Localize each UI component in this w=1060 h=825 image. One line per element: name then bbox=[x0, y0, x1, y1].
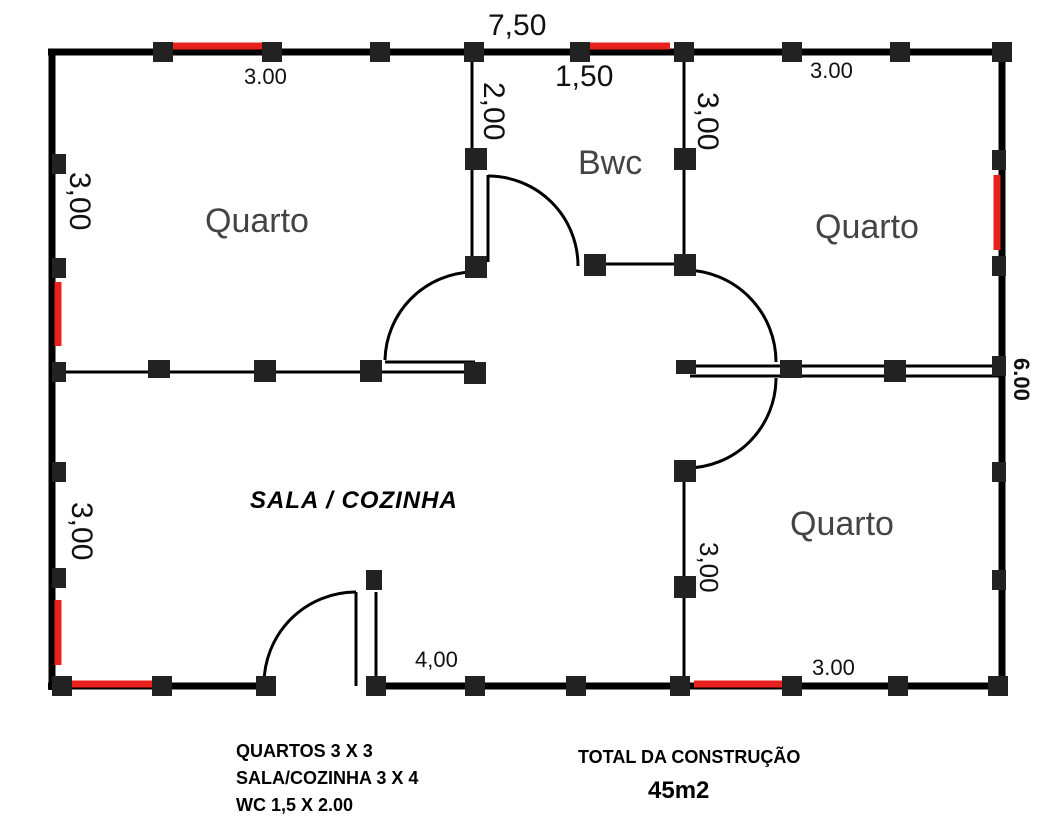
dim-bottom-right: 3.00 bbox=[812, 655, 855, 680]
doors bbox=[262, 174, 778, 685]
dim-bottom-center: 4,00 bbox=[415, 647, 458, 672]
note-wc: WC 1,5 X 2.00 bbox=[236, 795, 354, 815]
columns bbox=[52, 42, 1012, 696]
dim-total-width: 7,50 bbox=[488, 9, 546, 42]
dim-inner-right-lower: 3,00 bbox=[694, 542, 724, 593]
total-area: 45m2 bbox=[648, 777, 710, 804]
door-quarto-right-top bbox=[685, 268, 778, 363]
door-bwc bbox=[487, 174, 580, 267]
room-sizes-notes: QUARTOS 3 X 3 SALA/COZINHA 3 X 4 WC 1,5 … bbox=[236, 738, 418, 819]
dim-right-height: 6.00 bbox=[1009, 358, 1034, 401]
dim-bwc-left: 2,00 bbox=[477, 82, 510, 140]
room-bwc: Bwc bbox=[578, 144, 642, 182]
room-quarto-top-left: Quarto bbox=[205, 202, 309, 240]
room-quarto-bottom-right: Quarto bbox=[790, 505, 894, 543]
door-quarto-right-bottom bbox=[685, 377, 778, 470]
dim-bwc-right: 3,00 bbox=[691, 92, 724, 150]
dim-left-upper: 3,00 bbox=[63, 172, 96, 230]
dim-left-lower: 3,00 bbox=[65, 502, 98, 560]
room-quarto-top-right: Quarto bbox=[815, 208, 919, 246]
interior-walls bbox=[60, 60, 1000, 686]
windows bbox=[54, 42, 1001, 688]
note-sala-cozinha: SALA/COZINHA 3 X 4 bbox=[236, 768, 419, 788]
dim-top-left: 3.00 bbox=[244, 64, 287, 89]
total-label: TOTAL DA CONSTRUÇÃO bbox=[578, 747, 801, 767]
floor-plan: 7,50 3.00 1,50 3.00 4,00 3.00 2,00 3,00 … bbox=[48, 9, 1034, 696]
door-quarto-left bbox=[383, 270, 473, 361]
door-entry bbox=[262, 590, 357, 685]
dim-top-center: 1,50 bbox=[555, 60, 613, 93]
dim-top-right: 3.00 bbox=[810, 58, 853, 83]
room-sala-cozinha: SALA / COZINHA bbox=[250, 487, 458, 514]
note-quartos: QUARTOS 3 X 3 bbox=[236, 741, 373, 761]
